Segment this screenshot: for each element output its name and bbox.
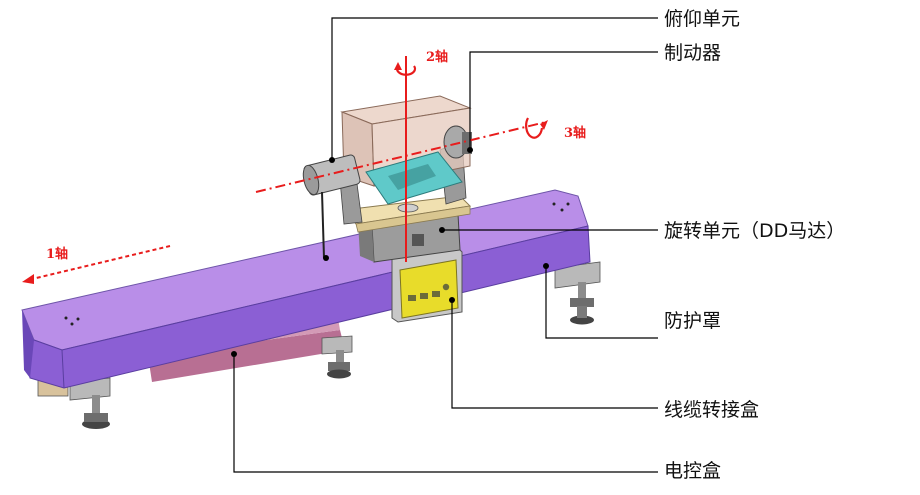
cable-box-label: 线缆转接盒 xyxy=(664,399,759,421)
callout-cable-box: 线缆转接盒 xyxy=(449,297,759,421)
cable-box xyxy=(391,245,463,323)
axis-2: 2轴 xyxy=(394,49,448,262)
axis-3: 3轴 xyxy=(255,117,586,193)
axis3-label: 3轴 xyxy=(564,125,586,141)
brake-label: 制动器 xyxy=(664,42,721,64)
control-box-label: 电控盒 xyxy=(664,460,721,482)
callout-control-box: 电控盒 xyxy=(231,351,721,482)
cable xyxy=(321,191,325,259)
rotation-unit-label: 旋转单元（DD马达） xyxy=(664,220,845,242)
callout-guard: 防护罩 xyxy=(543,263,721,339)
pitch-unit-label: 俯仰单元 xyxy=(664,8,740,30)
guard-label: 防护罩 xyxy=(664,310,721,332)
right-foot xyxy=(554,261,601,325)
axis2-label: 2轴 xyxy=(426,49,448,65)
callout-pitch-unit: 俯仰单元 xyxy=(329,8,740,163)
cable-end-marker xyxy=(323,255,329,261)
middle-foot xyxy=(321,335,353,379)
callout-rotation-unit: 旋转单元（DD马达） xyxy=(439,220,845,242)
axis1-label: 1轴 xyxy=(46,246,68,262)
rotation-unit xyxy=(358,213,461,263)
guard xyxy=(21,189,591,389)
callout-brake: 制动器 xyxy=(467,42,721,153)
axis-1: 1轴 xyxy=(22,245,171,284)
